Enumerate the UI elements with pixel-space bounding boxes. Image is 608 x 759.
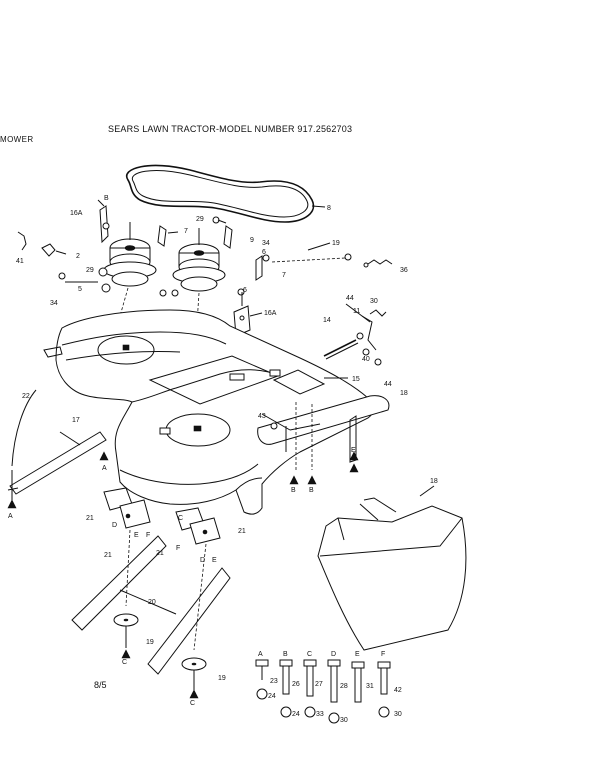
stabilizer-bar (7, 431, 107, 500)
callout-21-b: 21 (104, 552, 112, 559)
upper-left-hardware (17, 199, 270, 297)
callout-2: 2 (76, 253, 80, 260)
left-spindle-assembly (103, 222, 157, 373)
ref-letter-e-2: E (212, 557, 217, 564)
mower-blades (71, 529, 231, 675)
mower-deck-housing (43, 309, 375, 515)
right-support-arm (257, 395, 390, 470)
ref-letter-a-left: A (8, 513, 13, 520)
key-letter-d: D (331, 651, 336, 658)
ref-letter-c-mid: C (178, 515, 183, 522)
key-bolt-26: 26 (292, 681, 300, 688)
ref-letter-d-1: D (112, 522, 117, 529)
callout-21-d: 21 (238, 528, 246, 535)
reference-arrows (7, 451, 359, 699)
callout-36: 36 (400, 267, 408, 274)
callout-21-c: 21 (156, 550, 164, 557)
key-letter-e: E (355, 651, 360, 658)
key-nut-33: 33 (316, 711, 324, 718)
ref-letter-c-right: C (190, 700, 195, 707)
callout-16a-right: 16A (264, 310, 277, 317)
idler-rod-and-spring (271, 242, 393, 268)
ref-letter-c-left: C (122, 659, 127, 666)
callout-22: 22 (22, 393, 30, 400)
reference-letters: A A B B D E F F D E C C B E C (8, 195, 356, 707)
callout-21-a: 21 (86, 515, 94, 522)
callout-6-top: 6 (262, 249, 266, 256)
callout-16a-left: 16A (70, 210, 83, 217)
callout-19-top: 19 (332, 240, 340, 247)
discharge-chute (317, 485, 467, 651)
key-letter-f: F (381, 651, 385, 658)
key-letter-b: B (283, 651, 288, 658)
key-bolt-28: 28 (340, 683, 348, 690)
ref-letter-f-2: F (176, 545, 180, 552)
ref-letter-a-mid: A (102, 465, 107, 472)
leader-22 (11, 389, 37, 467)
callout-34-left: 34 (50, 300, 58, 307)
part-callouts: 16A 41 2 29 5 34 29 7 9 34 6 19 7 36 6 1… (16, 210, 438, 682)
callout-34-top: 34 (262, 240, 270, 247)
callout-43: 43 (258, 413, 266, 420)
hardware-key-bolts (255, 659, 391, 724)
key-bolt-42: 42 (394, 687, 402, 694)
callout-30-top: 30 (370, 298, 378, 305)
callout-9: 9 (250, 237, 254, 244)
mounting-plate (272, 303, 387, 395)
blade-washers (113, 613, 207, 690)
key-nut-24-a: 24 (268, 693, 276, 700)
ref-letter-f-1: F (146, 532, 150, 539)
callout-41: 41 (16, 258, 24, 265)
ref-letter-e-1: E (134, 532, 139, 539)
key-nut-30-d: 30 (340, 717, 348, 724)
callout-14: 14 (323, 317, 331, 324)
callout-19-left: 19 (146, 639, 154, 646)
callout-7-top: 7 (184, 228, 188, 235)
right-spindle-assembly (172, 228, 226, 431)
key-bolt-31: 31 (366, 683, 374, 690)
callout-44-top: 44 (346, 295, 354, 302)
callout-19-right: 19 (218, 675, 226, 682)
key-letter-c: C (307, 651, 312, 658)
key-letter-a: A (258, 651, 263, 658)
key-bolt-27: 27 (315, 681, 323, 688)
callout-17: 17 (72, 417, 80, 424)
callout-29-left: 29 (86, 267, 94, 274)
callout-40: 40 (362, 356, 370, 363)
diagram-title: SEARS LAWN TRACTOR-MODEL NUMBER 917.2562… (108, 124, 353, 134)
key-nut-30-f: 30 (394, 711, 402, 718)
callout-18-right: 18 (400, 390, 408, 397)
ref-letter-e-right: E (351, 447, 356, 454)
blade-adapters (103, 487, 221, 545)
key-bolt-23: 23 (270, 678, 278, 685)
callout-20: 20 (148, 599, 156, 606)
callout-15: 15 (352, 376, 360, 383)
callout-18-chute: 18 (430, 478, 438, 485)
key-nut-24-b: 24 (292, 711, 300, 718)
ref-letter-b-1: B (291, 487, 296, 494)
callout-8-belt: 8 (327, 205, 331, 212)
drive-belt: 8 (125, 164, 331, 223)
ref-letter-d-2: D (200, 557, 205, 564)
hardware-key-labels: A B C D E F 23 26 27 28 31 42 24 24 33 3… (258, 651, 402, 724)
ref-letter-b-top: B (104, 195, 109, 202)
callout-6-right: 6 (243, 287, 247, 294)
callout-44-bottom: 44 (384, 381, 392, 388)
callout-7-right: 7 (282, 272, 286, 279)
callout-5: 5 (78, 286, 82, 293)
page-code: 8/5 (94, 680, 107, 690)
right-bracket (233, 292, 263, 337)
callout-11: 11 (353, 308, 360, 315)
ref-letter-b-2: B (309, 487, 314, 494)
callout-29-top: 29 (196, 216, 204, 223)
section-label: MOWER (0, 135, 34, 144)
